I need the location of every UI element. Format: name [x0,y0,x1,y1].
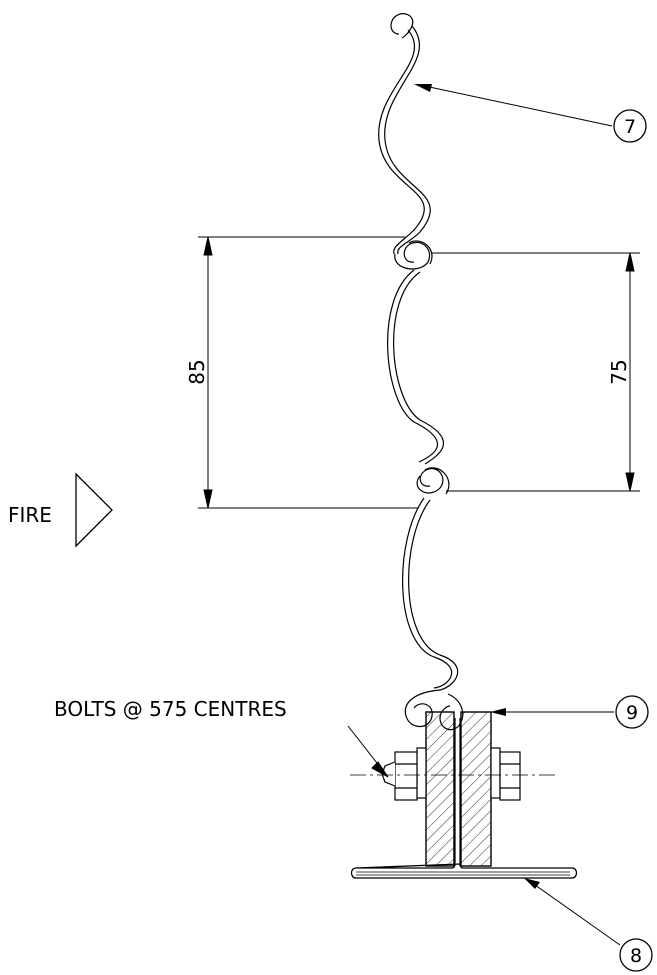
bottom-joint-loop [404,689,441,728]
upper-joint-loop [394,241,431,270]
dimension-75 [432,252,640,492]
callout-7-number: 7 [624,116,636,138]
clamp-assembly [350,711,557,867]
callout-9-number: 9 [626,702,638,724]
top-hook-loop [390,13,414,39]
fire-direction-icon [75,472,113,548]
right-nut [499,751,521,801]
callout-8-number: 8 [630,945,642,967]
dimension-85 [198,236,418,509]
left-nut [394,751,418,801]
fire-label: FIRE [8,503,52,527]
dimension-85-label: 85 [185,359,209,384]
left-clamp-block [425,711,455,867]
lower-joint-loop [416,468,444,494]
callout-8: 8 [524,878,653,972]
right-washer [490,747,501,799]
callout-7: 7 [414,84,647,143]
dimension-75-label: 75 [607,359,631,384]
bolts-leader [347,725,389,778]
right-clamp-block [460,711,492,867]
bolts-label: BOLTS @ 575 CENTRES [54,697,287,721]
base-plate [350,863,578,879]
callout-9: 9 [490,695,649,729]
left-washer [416,747,427,799]
